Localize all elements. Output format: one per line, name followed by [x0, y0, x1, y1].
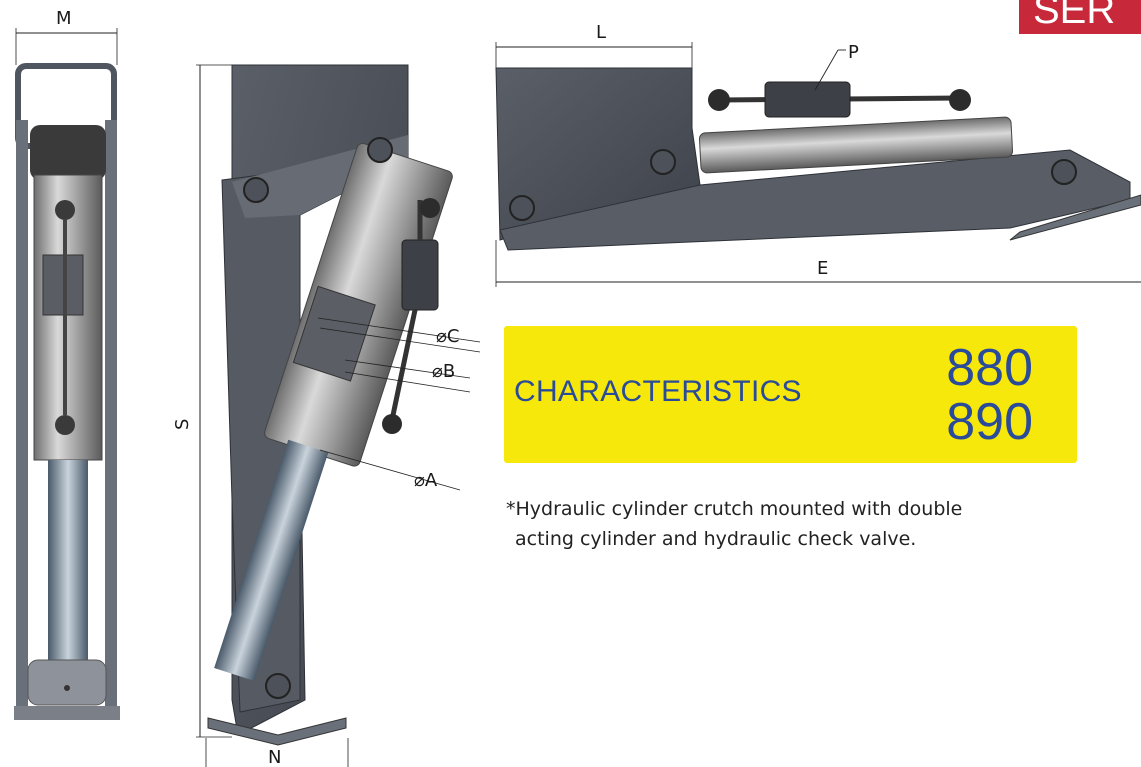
note-line-2: acting cylinder and hydraulic check valv… — [515, 528, 917, 550]
dimension-label-n: N — [268, 747, 281, 767]
dimension-label-p: P — [848, 42, 859, 63]
dimension-label-dia-c: ⌀C — [436, 326, 459, 347]
dimension-label-m: M — [56, 8, 72, 29]
description-note: *Hydraulic cylinder crutch mounted with … — [506, 494, 1066, 554]
brand-badge: SER — [1019, 0, 1141, 34]
dimension-label-l: L — [596, 22, 606, 43]
characteristics-title: CHARACTERISTICS — [514, 375, 802, 408]
note-line-1: *Hydraulic cylinder crutch mounted with … — [506, 498, 963, 520]
top-view: L P E — [495, 22, 1141, 287]
side-view: S N ⌀C ⌀B ⌀A — [172, 64, 481, 767]
model-number: 880 — [946, 339, 1033, 397]
dimension-label-s: S — [172, 419, 193, 430]
dimension-label-dia-b: ⌀B — [432, 361, 455, 382]
dimension-label-e: E — [817, 258, 828, 279]
front-view: M — [14, 8, 120, 720]
model-number: 890 — [946, 393, 1033, 451]
characteristics-panel: CHARACTERISTICS 880 890 — [504, 326, 1077, 463]
dimension-label-dia-a: ⌀A — [414, 470, 438, 491]
